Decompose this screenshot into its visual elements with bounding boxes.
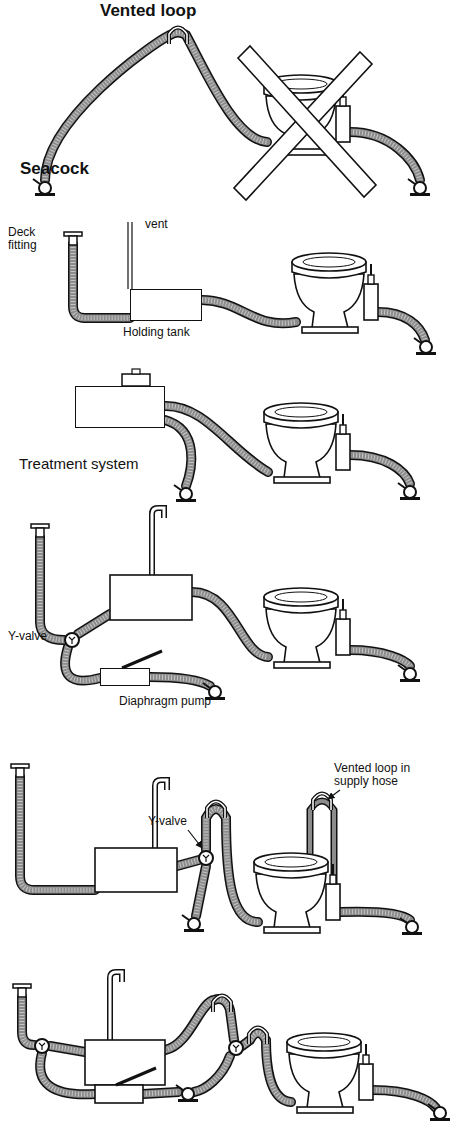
toilet-symbol — [264, 588, 350, 668]
y-valve-symbol — [35, 1039, 49, 1053]
vented-loop — [213, 996, 231, 1013]
holding-tank-shape — [110, 575, 192, 620]
deck-fitting-symbol — [64, 232, 82, 245]
part-label: Y-valve — [8, 630, 47, 643]
holding-tank-shape — [95, 848, 177, 892]
equipment-label: Diaphragm pump — [119, 695, 211, 708]
vented-loop — [313, 794, 331, 811]
treatment-unit-top — [122, 374, 150, 386]
treatment-unit-knob — [132, 369, 140, 374]
seacock-symbol — [400, 918, 422, 935]
vented-loop — [169, 28, 187, 45]
deck-fitting-symbol — [11, 764, 29, 777]
y-valve-symbol — [229, 1041, 243, 1055]
vent-pipe — [110, 972, 122, 1042]
part-label: Deck fitting — [8, 226, 56, 252]
vented-loop — [207, 802, 225, 819]
equipment-box: Treatment system — [75, 386, 165, 428]
vent-pipe — [127, 222, 128, 289]
toilet-symbol — [287, 1033, 373, 1113]
part-label: vent — [145, 218, 168, 231]
part-label: Vented loop in supply hose — [334, 762, 444, 788]
seacock-symbol — [408, 179, 430, 196]
hose-stipple — [20, 33, 436, 1109]
y-valve-symbol — [199, 851, 213, 865]
pump-shape — [95, 1085, 143, 1103]
equipment-box: Holding tank — [130, 289, 202, 321]
equipment-box: Diaphragm pump — [100, 668, 150, 686]
seacock-symbol — [182, 915, 204, 932]
part-label: Y-valve — [148, 815, 187, 828]
vent-pipe — [131, 222, 132, 289]
vented-loop — [249, 1028, 267, 1045]
toilet-symbol — [292, 253, 378, 333]
pump-handle — [122, 651, 162, 668]
part-label: Vented loop — [100, 2, 196, 21]
toilet-symbol — [264, 403, 350, 483]
seacock-symbol — [176, 1085, 198, 1102]
equipment-label: Treatment system — [19, 456, 138, 473]
seacock-symbol — [33, 179, 55, 196]
seacock-symbol — [398, 665, 420, 682]
deck-fitting-symbol — [31, 524, 49, 537]
seacock-symbol — [428, 1104, 450, 1121]
seacock-symbol — [414, 338, 436, 355]
y-valve-symbol — [65, 633, 79, 647]
leader-arrow — [328, 790, 340, 799]
equipment-label: Holding tank — [123, 326, 190, 339]
deck-fitting-symbol — [13, 984, 31, 997]
part-label: Seacock — [20, 160, 89, 179]
toilet-symbol — [254, 853, 340, 933]
cross-mark — [238, 46, 376, 197]
seacock-symbol — [174, 485, 196, 502]
leader-arrow — [188, 830, 202, 848]
holding-tank-shape — [85, 1040, 165, 1085]
vent-pipe — [152, 508, 164, 578]
pump-handle — [116, 1068, 156, 1085]
hose-outline — [20, 33, 436, 1109]
seacock-symbol — [398, 483, 420, 500]
hose-fill — [20, 33, 436, 1109]
